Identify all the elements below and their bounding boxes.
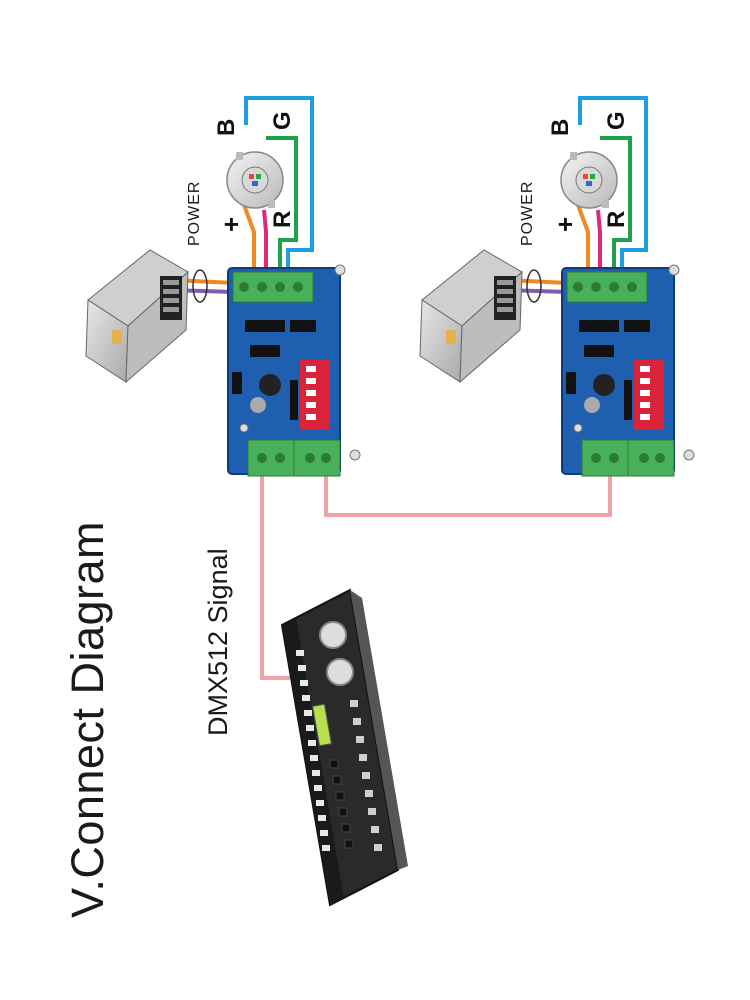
wire-green [266,136,298,268]
wire-magenta [596,209,602,268]
label-plus: + [550,217,580,232]
label-b: B [213,119,240,136]
power-label-2: POWER [519,180,536,246]
wire-blue [244,96,314,268]
power-loop [192,269,208,303]
unit-2-labels: B G R + [547,111,630,232]
unit-1-labels: B G R + [213,111,296,232]
unit-1: B G R + [85,96,361,477]
power-supply [85,249,189,384]
label-g: G [603,111,630,130]
rgb-led [560,151,618,209]
label-g: G [269,111,296,130]
dmx-cables [260,458,612,680]
wire-orange-led [242,204,256,268]
signal-label: DMX512 Signal [203,548,233,736]
diagram-title: V.Connect Diagram [62,520,113,918]
power-loop [526,269,542,303]
wire-blue [578,96,648,268]
dmx-decoder-board [561,264,695,477]
wire-magenta [262,209,268,268]
unit-2: B G R + [419,96,695,477]
label-r: R [269,211,296,228]
label-b: B [547,119,574,136]
dmx-cable-link [324,458,612,517]
dmx-decoder-board [227,264,361,477]
rgb-led [226,151,284,209]
label-r: R [603,211,630,228]
dmx-controller [280,588,408,907]
wire-green [600,136,632,268]
dmx-cable-controller [260,470,290,680]
power-supply [419,249,523,384]
power-label-1: POWER [186,180,203,246]
wire-orange-led [576,204,590,268]
label-plus: + [216,217,246,232]
